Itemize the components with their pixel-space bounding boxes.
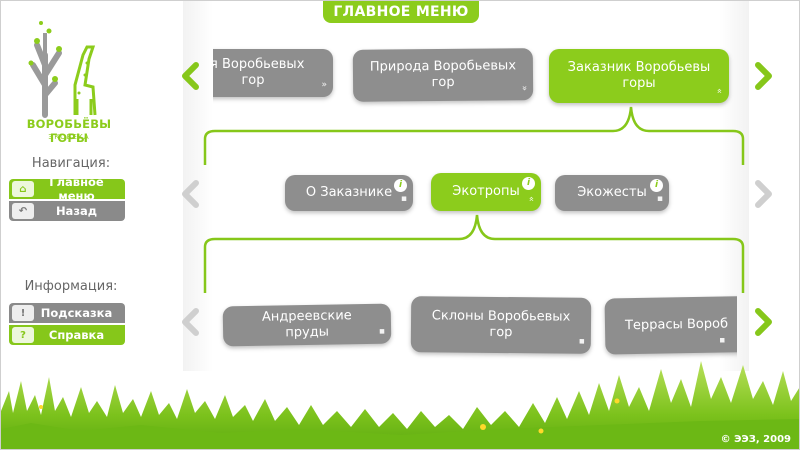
collapse-icon: » [715, 88, 726, 94]
back-label: Назад [55, 204, 98, 218]
row1-card-3-label: Заказник Воробьевы горы [567, 60, 711, 91]
hint-icon: ! [12, 305, 34, 321]
info-label: Информация: [24, 279, 118, 294]
row2-card-3-label: Экожесты [577, 185, 647, 200]
bracket-row2-row3 [203, 214, 745, 293]
back-button[interactable]: ↶ Назад [9, 201, 125, 221]
main-menu-button[interactable]: ⌂ Главное меню [9, 175, 125, 203]
chevron-left-icon [182, 180, 199, 208]
navigation-label: Навигация: [31, 156, 111, 171]
row2-card-3[interactable]: Экожесты i ▪ [555, 175, 669, 211]
row2-card-1[interactable]: О Заказнике i ▪ [285, 175, 413, 211]
grass-decoration [1, 361, 799, 449]
main-menu-label: Главное меню [49, 175, 104, 203]
row1-card-2-label: Природа Воробьевых гор [369, 58, 517, 91]
help-icon: ? [12, 327, 34, 343]
chevron-right-icon [755, 308, 772, 336]
row2-card-2[interactable]: Экотропы i » [431, 173, 541, 211]
row3-next-arrow[interactable] [751, 307, 777, 337]
hint-button[interactable]: ! Подсказка [9, 303, 125, 323]
expand-icon: ▪ [378, 326, 386, 337]
row1-prev-arrow[interactable] [177, 61, 203, 91]
hint-label: Подсказка [40, 306, 113, 320]
logo-subtitle: ЭКОВЕКА [48, 133, 90, 141]
copyright: © ЭЭЗ, 2009 [720, 434, 791, 445]
chevron-right-icon [755, 62, 772, 90]
info-icon: i [394, 179, 407, 192]
expand-icon: ▪ [656, 194, 663, 204]
collapse-icon: » [527, 196, 538, 202]
row1-clip: ия Воробьевых гор » [213, 41, 345, 111]
row1-next-arrow[interactable] [751, 61, 777, 91]
chevron-left-icon [182, 62, 199, 90]
expand-icon: » [519, 85, 530, 92]
help-label: Справка [48, 328, 105, 342]
row2-card-2-label: Экотропы [452, 184, 520, 199]
home-icon: ⌂ [12, 181, 34, 197]
row1-card-1-label: ия Воробьевых гор [213, 57, 305, 88]
expand-icon: » [321, 80, 327, 90]
row2-card-1-label: О Заказнике [305, 185, 393, 200]
chevron-right-icon [755, 180, 772, 208]
row3-card-2-label: Склоны Воробьевых гор [431, 308, 571, 341]
page-title: ГЛАВНОЕ МЕНЮ [323, 1, 479, 23]
row1-card-1[interactable]: ия Воробьевых гор » [213, 49, 333, 97]
info-icon: i [650, 179, 663, 192]
row2-next-arrow[interactable] [751, 179, 777, 209]
logo-name: ВОРОБЬЁВЫ ГОРЫ [26, 117, 112, 145]
bracket-row1-row2 [203, 106, 745, 165]
row1-card-3[interactable]: Заказник Воробьевы горы » [549, 49, 729, 103]
info-icon: i [522, 177, 535, 190]
row3-card-1-label: Андреевские пруды [261, 308, 352, 341]
logo-icon [28, 21, 97, 118]
row3-card-3-label: Террасы Вороб [624, 316, 729, 334]
chevron-left-icon [182, 308, 199, 336]
back-icon: ↶ [12, 203, 34, 219]
row2-prev-arrow[interactable] [177, 179, 203, 209]
expand-icon: ▪ [400, 194, 407, 204]
row1-card-2[interactable]: Природа Воробьевых гор » [352, 48, 534, 102]
row3-prev-arrow[interactable] [177, 307, 203, 337]
help-button[interactable]: ? Справка [9, 325, 125, 345]
